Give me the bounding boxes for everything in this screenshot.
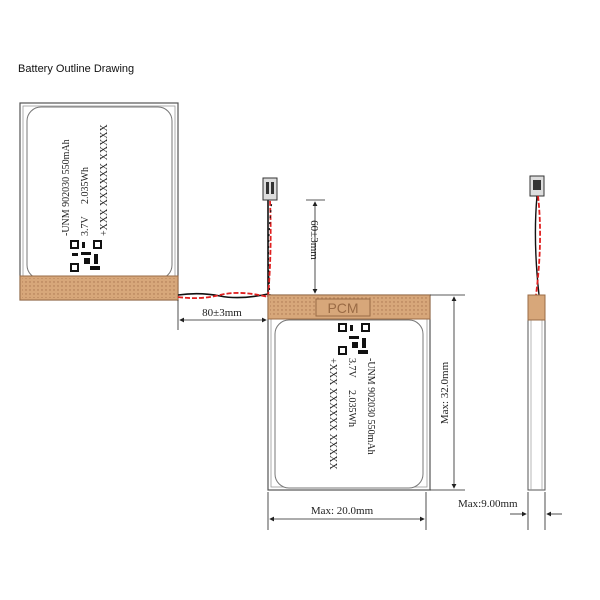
label-energy: 2.035Wh (80, 167, 91, 204)
width-dimension: Max: 20.0mm (267, 492, 427, 530)
thickness-dimension: Max:9.00mm (458, 492, 562, 530)
width-label: Max: 20.0mm (311, 505, 374, 517)
height-label: Max: 32.0mm (439, 361, 451, 424)
pcm-label: PCM (327, 300, 358, 316)
label-voltage: 3.7V (80, 216, 91, 237)
thickness-label: Max:9.00mm (458, 498, 518, 510)
lead-length-dimension: 60±3mm (306, 199, 325, 294)
wire-length-dimension: 80±3mm (177, 300, 267, 330)
wire-length-label: 80±3mm (202, 307, 242, 319)
label-model: -UNM 902030 550mAh (365, 358, 376, 455)
qr-code-icon (338, 323, 370, 355)
battery-front-view-right: PCM -UNM 902030 550mAh 3.7V 2.035Wh +XXX… (267, 294, 431, 491)
label-code: +XXX XXXXXX XXXXX (99, 123, 110, 236)
lead-wires (177, 199, 273, 300)
lead-length-label: 60±3mm (308, 220, 320, 260)
drawing-title: Battery Outline Drawing (18, 63, 135, 75)
label-energy: 2.035Wh (346, 390, 357, 427)
connector-icon (262, 177, 278, 201)
pcm-strip (19, 275, 179, 301)
label-code: +XXX XXXXXX XXXXX (327, 358, 338, 471)
height-dimension: Max: 32.0mm (430, 294, 465, 491)
qr-code-icon (70, 240, 102, 272)
battery-side-view (527, 175, 546, 491)
label-voltage: 3.7V (346, 358, 357, 379)
label-model: -UNM 902030 550mAh (61, 139, 72, 236)
pcm-strip: PCM (267, 294, 431, 320)
connector-icon (529, 175, 545, 197)
battery-front-view-left: -UNM 902030 550mAh 3.7V 2.035Wh +XXX XXX… (19, 102, 179, 301)
